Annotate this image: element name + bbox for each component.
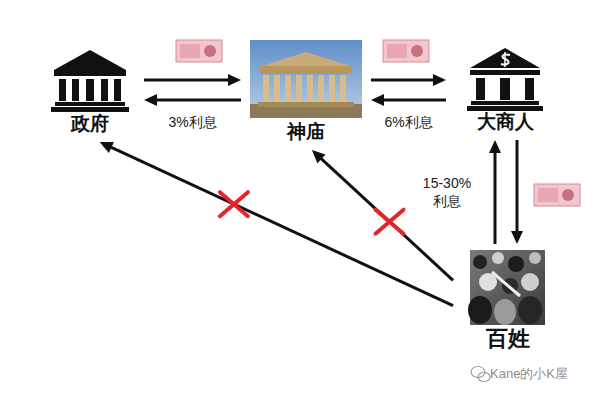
- red-cross: [376, 210, 404, 234]
- arrow-line: [381, 99, 446, 102]
- rate-label: 15-30% 利息: [417, 174, 477, 210]
- rate-label: 6%利息: [382, 113, 434, 131]
- arrow-connector: [511, 140, 523, 244]
- arrow-line: [371, 79, 436, 82]
- node-label: 百姓: [459, 327, 556, 351]
- icon-node: 神庙: [247, 40, 365, 144]
- bank-icon: [467, 48, 543, 111]
- government-icon: [51, 50, 129, 112]
- arrow-connector: [144, 74, 241, 86]
- rate-label: 3%利息: [166, 113, 218, 131]
- arrow-line: [494, 150, 497, 244]
- banknote: [383, 40, 429, 62]
- arrow-connector: [100, 142, 453, 306]
- arrow-connector: [312, 150, 453, 280]
- temple-photo: [250, 40, 362, 118]
- watermark: Kane的小K屋: [490, 366, 568, 382]
- arrow-connector: [371, 94, 446, 106]
- arrow-line: [109, 146, 453, 305]
- red-cross: [220, 192, 248, 216]
- icon-node: 政府: [42, 48, 138, 136]
- banknote: [534, 184, 580, 206]
- arrow-line: [516, 140, 519, 234]
- arrow-line: [144, 79, 231, 82]
- node-label: 政府: [42, 112, 138, 136]
- arrow-connector: [489, 140, 501, 244]
- arrow-line: [154, 99, 241, 102]
- arrow-connector: [371, 74, 446, 86]
- icon-node: 百姓: [459, 250, 556, 351]
- crowd-photo: [468, 250, 545, 325]
- banknote: [176, 40, 222, 62]
- arrow-connector: [144, 94, 241, 106]
- wechat-icon: [471, 367, 490, 382]
- node-label: 神庙: [247, 120, 365, 144]
- node-label: 大商人: [452, 110, 558, 134]
- icon-node: 大商人: [452, 46, 558, 134]
